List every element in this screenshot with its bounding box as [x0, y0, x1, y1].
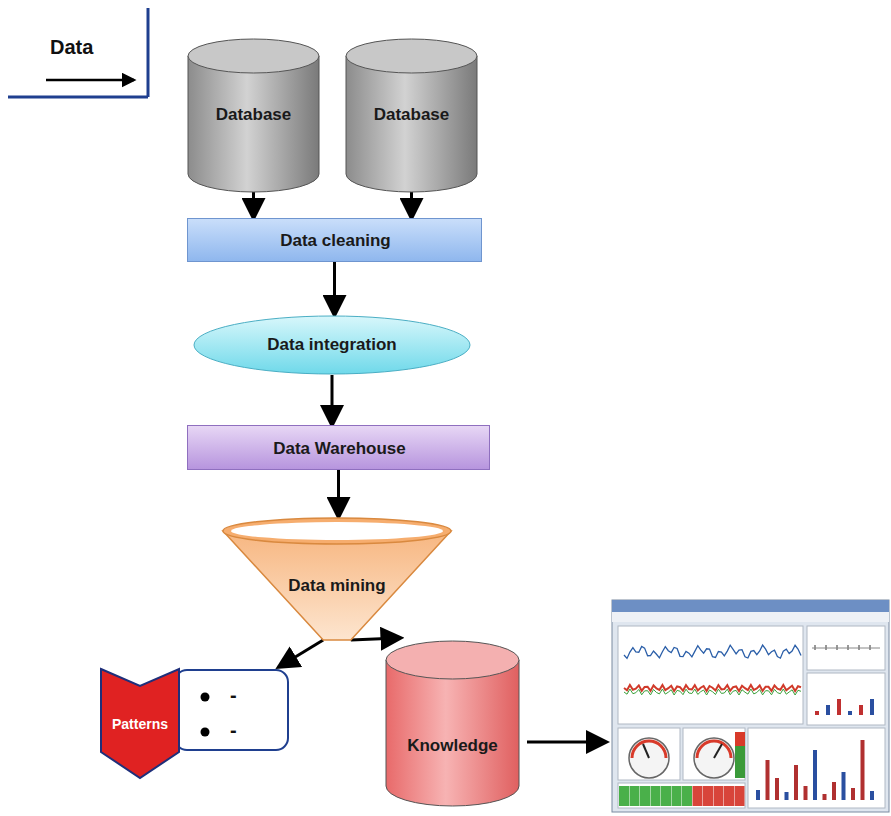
- flow-arrow: [333, 262, 336, 313]
- data-bracket: [8, 8, 148, 97]
- node-label: Patterns: [112, 716, 168, 732]
- patterns-chevron: Patterns: [100, 668, 290, 780]
- node-outline: [385, 640, 520, 806]
- process-ellipse: Data integration: [193, 315, 471, 375]
- node-label: Knowledge: [407, 736, 498, 756]
- database-cylinder: Database: [187, 38, 320, 192]
- node-label: Database: [216, 105, 292, 125]
- flow-arrow: [410, 192, 413, 216]
- flow-arrow: [351, 638, 399, 640]
- database-cylinder: Knowledge: [385, 640, 520, 806]
- pattern-item: -: [230, 719, 237, 742]
- flow-arrow: [252, 192, 255, 216]
- input-label: Data: [50, 36, 93, 59]
- process-box: Data Warehouse: [187, 425, 490, 470]
- node-label: Database: [374, 105, 450, 125]
- node-label: Data mining: [288, 576, 385, 596]
- flow-arrow: [337, 470, 340, 515]
- database-cylinder: Database: [345, 38, 478, 192]
- node-label: Data cleaning: [280, 231, 391, 251]
- mining-funnel: Data mining: [222, 517, 452, 640]
- node-label: Data integration: [267, 335, 396, 355]
- dashboard-screenshot: [612, 600, 889, 812]
- flow-arrow: [281, 640, 324, 666]
- output-arrow: [527, 741, 604, 744]
- process-box: Data cleaning: [187, 218, 482, 262]
- pattern-item: -: [230, 684, 237, 707]
- flow-arrow: [331, 375, 334, 423]
- node-label: Data Warehouse: [273, 439, 406, 459]
